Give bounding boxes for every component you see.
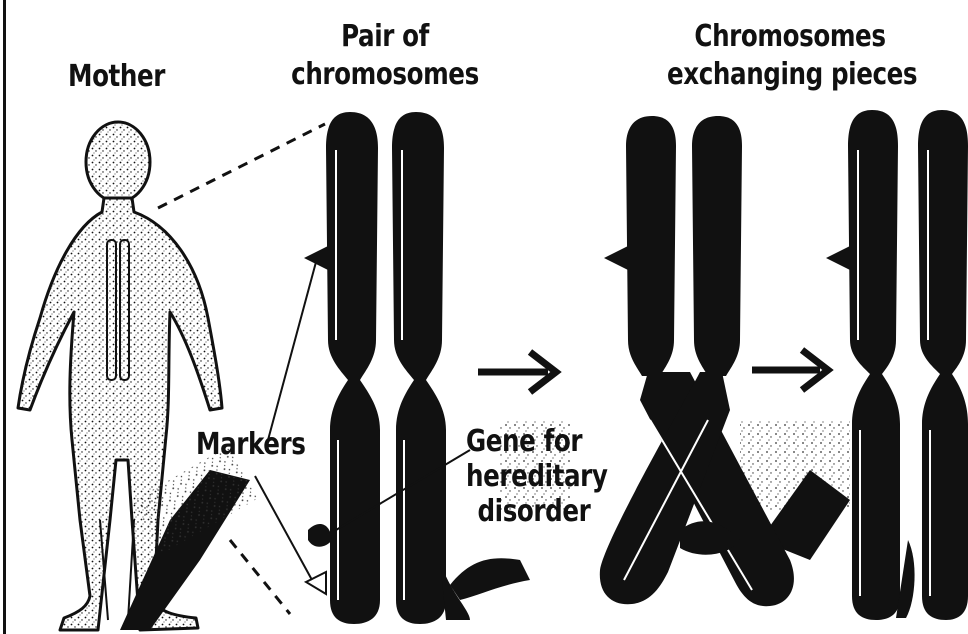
markers-label-text: Markers — [196, 426, 306, 464]
chromosome-pair-left — [326, 112, 380, 624]
exchange-label-line1: Chromosomes — [667, 18, 913, 56]
pair-label-line1: Pair of — [291, 18, 480, 56]
marker-triangle-crossing — [604, 246, 628, 270]
gene-for-disorder-label: Gene for hereditary disorder — [466, 424, 607, 529]
pair-of-chromosomes-label: Pair of chromosomes — [291, 18, 480, 94]
gene-label-line2: hereditary — [466, 459, 607, 494]
markers-label: Markers — [196, 426, 306, 464]
chromosomes-exchanging-label: Chromosomes exchanging pieces — [667, 18, 913, 94]
shadow-blob-center — [450, 558, 530, 600]
recombined-left — [848, 110, 900, 620]
chromosome-pair-right — [392, 112, 446, 624]
recombined-chromosomes — [848, 110, 968, 620]
pair-label-line2: chromosomes — [291, 56, 480, 94]
arrow-right-2 — [752, 350, 828, 390]
mother-head — [86, 122, 150, 202]
gene-blob — [308, 524, 332, 547]
gene-label-line1: Gene for — [466, 424, 607, 459]
mother-label: Mother — [68, 58, 165, 96]
frame-border-line — [3, 0, 6, 634]
zoom-line-bottom — [230, 540, 290, 614]
arrow-right-1 — [478, 352, 556, 392]
marker-triangle-top — [304, 246, 328, 270]
marker-triangle-recombined — [826, 246, 850, 270]
crossing-upper-right — [692, 116, 742, 376]
chromosome-pair — [308, 112, 470, 624]
gene-label-line3: disorder — [466, 494, 607, 529]
mother-label-text: Mother — [68, 58, 165, 96]
zoom-line-top — [158, 124, 325, 208]
crossing-upper-left — [626, 116, 676, 376]
exchange-label-line2: exchanging pieces — [667, 56, 913, 94]
marker-pointer-top — [268, 262, 316, 440]
crossing-chromosomes — [600, 116, 794, 606]
marker-pointer-bottom — [255, 476, 312, 580]
recombined-right — [918, 110, 968, 620]
